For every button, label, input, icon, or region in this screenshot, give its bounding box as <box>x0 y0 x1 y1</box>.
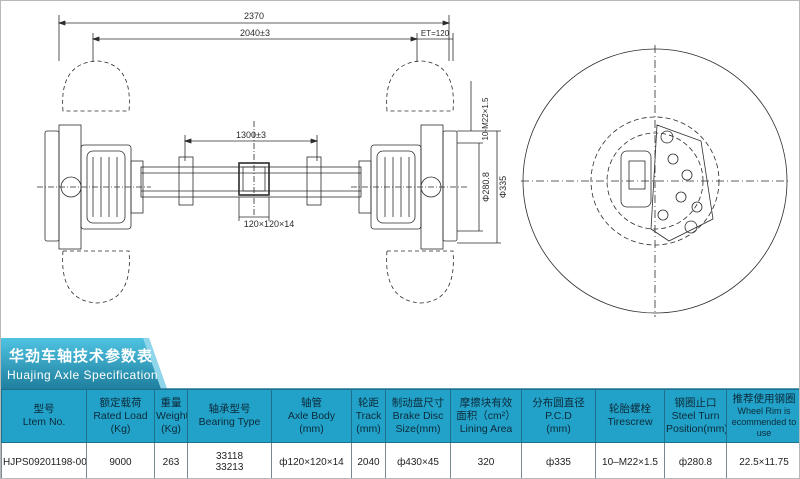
et-label: ET=120 <box>421 29 450 38</box>
axle-tube <box>140 166 362 198</box>
cell-steel-turn: ф280.8 <box>664 442 727 478</box>
cell-track: 2040 <box>351 442 386 478</box>
bolt-label: 10-M22×1.5 <box>481 97 490 140</box>
side-view-wheel <box>521 45 791 317</box>
left-brake-hub <box>37 124 151 250</box>
bearing-span-label: 1300±3 <box>236 130 266 140</box>
header-lining-area: 摩擦块有效面积（cm²）Lining Area <box>450 389 522 443</box>
turn-position-label: Φ280.8 <box>481 172 491 202</box>
banner-subtitle: Huajing Axle Specification <box>7 368 159 382</box>
section-label: 120×120×14 <box>244 219 295 229</box>
cell-weight: 263 <box>154 442 188 478</box>
right-brake-hub <box>351 124 469 250</box>
cell-axle-body: ф120×120×14 <box>271 442 352 478</box>
overall-width-label: 2370 <box>244 11 264 21</box>
cell-rated-load: 9000 <box>86 442 155 478</box>
axle-technical-drawing: 2370 2040±3 ET=120 1300±3 120×120×14 10-… <box>37 11 791 317</box>
spring-center-label: 2040±3 <box>240 28 270 38</box>
cell-brake-disc: ф430×45 <box>385 442 451 478</box>
pcd-label: Φ335 <box>498 176 508 198</box>
cell-pcd: ф335 <box>521 442 596 478</box>
cell-item-no: HJPS09201198-00 <box>1 442 87 478</box>
cell-wheel-rim: 22.5×11.75 <box>726 442 799 478</box>
cell-lining-area: 320 <box>450 442 522 478</box>
cell-tirescrew: 10–M22×1.5 <box>595 442 665 478</box>
banner-title: 华劲车轴技术参数表 <box>9 347 154 365</box>
